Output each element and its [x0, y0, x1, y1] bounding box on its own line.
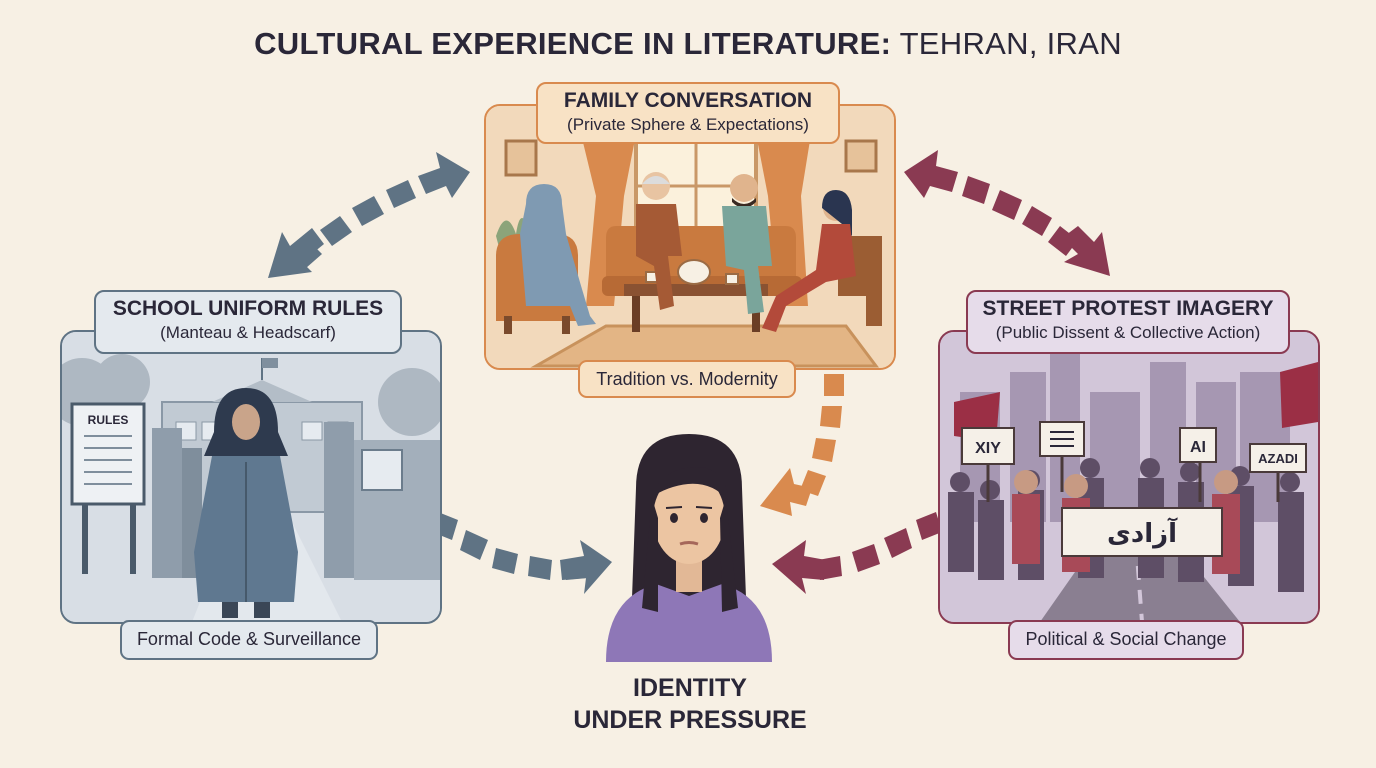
- teapot: [677, 259, 711, 285]
- school-heading-box: SCHOOL UNIFORM RULES (Manteau & Headscar…: [94, 290, 402, 354]
- school-subtitle: (Manteau & Headscarf): [160, 323, 336, 342]
- family-conversation-scene: [484, 104, 896, 370]
- flag: [1280, 362, 1318, 428]
- protest-heading: STREET PROTEST IMAGERY: [982, 297, 1274, 320]
- school-tag: Formal Code & Surveillance: [120, 620, 378, 660]
- school-heading: SCHOOL UNIFORM RULES: [112, 297, 384, 320]
- diagram-title: CULTURAL EXPERIENCE IN LITERATURE: TEHRA…: [0, 26, 1376, 62]
- school-illustration: RULES: [62, 332, 440, 622]
- family-illustration: [486, 106, 894, 368]
- protest-sign-azadi-text: AZADI: [1258, 451, 1298, 466]
- arrow-school-person: [432, 512, 612, 594]
- crowd: [948, 458, 1304, 592]
- person-father-head: [730, 174, 758, 202]
- person-grandmother: [520, 184, 596, 326]
- teacup: [725, 273, 739, 285]
- protest-subtitle: (Public Dissent & Collective Action): [995, 323, 1261, 342]
- protest-banner-text: آزادی: [1107, 517, 1178, 549]
- student-face: [232, 404, 260, 440]
- family-subtitle: (Private Sphere & Expectations): [567, 115, 809, 134]
- arrow-family-protest: [904, 150, 1110, 276]
- person-daughter: [762, 224, 856, 332]
- rules-sign-text: RULES: [88, 413, 129, 427]
- wall-picture-right: [844, 139, 878, 173]
- tree: [378, 368, 440, 436]
- notice-board: [361, 449, 403, 491]
- identity-label: IDENTITY UNDER PRESSURE: [520, 672, 860, 736]
- arrow-protest-person: [772, 512, 942, 594]
- identity-label-line2: UNDER PRESSURE: [573, 706, 807, 734]
- gate-right: [324, 422, 354, 578]
- protester-head: [1014, 470, 1038, 494]
- gate-left: [152, 428, 182, 578]
- tree: [94, 354, 150, 410]
- title-bold: CULTURAL EXPERIENCE IN LITERATURE:: [254, 26, 892, 61]
- protester-head: [1064, 474, 1088, 498]
- protest-illustration: XIY AI AZADI آزادی: [940, 332, 1318, 622]
- arrow-family-person: [760, 374, 844, 516]
- family-heading: FAMILY CONVERSATION: [563, 89, 813, 112]
- protest-banner: [1061, 507, 1223, 557]
- curtain-right: [756, 134, 811, 306]
- protest-sign-xiy: [961, 427, 1015, 465]
- identity-label-line1: IDENTITY: [633, 674, 747, 702]
- protester: [1012, 494, 1040, 564]
- street-protest-scene: XIY AI AZADI آزادی: [938, 330, 1320, 624]
- person-grandfather: [636, 204, 682, 310]
- central-person-illustration: [606, 434, 772, 662]
- wall-picture-left: [504, 139, 538, 177]
- person-father: [722, 206, 772, 314]
- family-heading-box: FAMILY CONVERSATION (Private Sphere & Ex…: [536, 82, 840, 144]
- curtain-left: [581, 134, 636, 306]
- rules-board: [70, 402, 146, 506]
- protester-head: [1214, 470, 1238, 494]
- face: [653, 472, 725, 564]
- protest-tag: Political & Social Change: [1008, 620, 1244, 660]
- arrow-family-school: [268, 152, 470, 278]
- protest-sign-ai-text: AI: [1190, 439, 1206, 456]
- protest-sign-ai: [1179, 427, 1217, 463]
- protest-sign-xiy-text: XIY: [975, 440, 1001, 457]
- protest-sign-azadi: [1249, 443, 1307, 473]
- family-tag: Tradition vs. Modernity: [578, 360, 796, 398]
- protest-heading-box: STREET PROTEST IMAGERY (Public Dissent &…: [966, 290, 1290, 354]
- title-location: TEHRAN, IRAN: [899, 26, 1122, 61]
- school-uniform-scene: RULES: [60, 330, 442, 624]
